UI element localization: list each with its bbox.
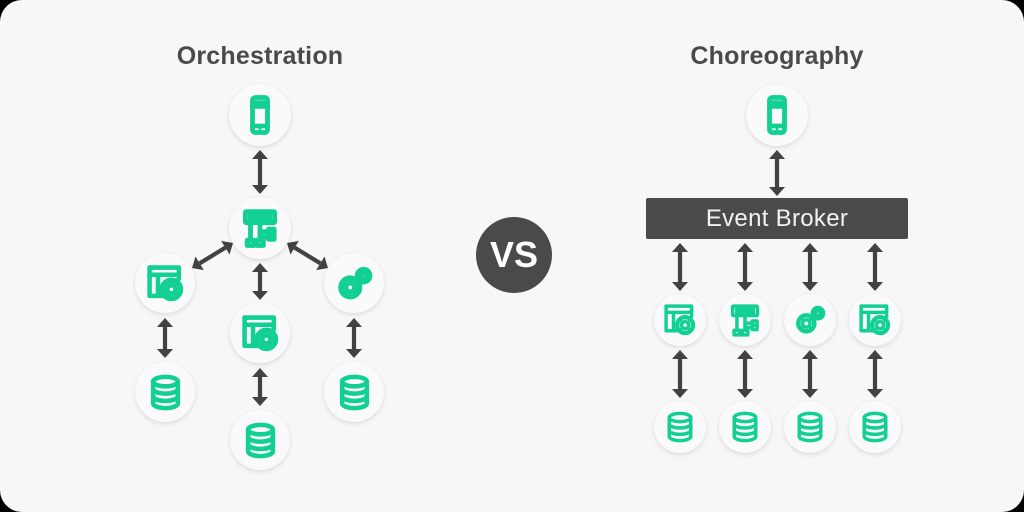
right-panel-title: Choreography	[690, 42, 864, 70]
bidirectional-arrow-icon	[737, 243, 753, 291]
mobile-phone-icon	[767, 95, 787, 135]
event-broker-bar: Event Broker	[646, 198, 908, 239]
database-icon	[797, 411, 823, 443]
database-icon	[339, 374, 369, 410]
bidirectional-arrow-icon	[737, 350, 753, 398]
node-service-window-gear-icon	[230, 303, 290, 363]
versus-badge: VS	[476, 217, 552, 293]
service-window-gear-icon	[859, 304, 891, 336]
node-service-window-gear-icon	[654, 294, 706, 346]
mobile-phone-icon	[250, 95, 270, 135]
bidirectional-arrow-icon	[802, 350, 818, 398]
bidirectional-arrow-icon	[672, 350, 688, 398]
database-icon	[862, 411, 888, 443]
bidirectional-arrow-icon	[867, 243, 883, 291]
service-window-gear-icon	[146, 264, 183, 301]
bidirectional-arrow-icon	[769, 150, 785, 196]
orchestrator-icon	[242, 209, 278, 248]
node-service-window-gear-icon	[849, 294, 901, 346]
bidirectional-arrow-icon	[802, 243, 818, 291]
bidirectional-arrow-icon	[346, 318, 362, 358]
service-window-gear-icon	[241, 314, 278, 351]
bidirectional-arrow-icon	[672, 243, 688, 291]
node-gears-icon	[324, 253, 384, 313]
bidirectional-arrow-icon	[867, 350, 883, 398]
database-icon	[245, 422, 275, 458]
left-panel-title: Orchestration	[176, 42, 344, 70]
versus-label: VS	[489, 234, 539, 275]
node-database-icon	[719, 401, 771, 453]
node-database-icon	[135, 362, 195, 422]
database-icon	[732, 411, 758, 443]
bidirectional-arrow-icon	[188, 236, 237, 275]
bidirectional-arrow-icon	[252, 150, 268, 194]
node-database-icon	[324, 362, 384, 422]
node-service-window-gear-icon	[135, 253, 195, 313]
event-broker-label: Event Broker	[705, 204, 849, 232]
node-database-icon	[849, 401, 901, 453]
database-icon	[150, 374, 180, 410]
gears-icon	[796, 305, 826, 334]
node-orchestrator-icon	[229, 197, 291, 259]
database-icon	[667, 411, 693, 443]
node-gears-icon	[784, 294, 836, 346]
service-window-gear-icon	[664, 304, 696, 336]
node-database-icon	[654, 401, 706, 453]
bidirectional-arrow-icon	[252, 263, 268, 300]
node-database-icon	[230, 410, 290, 470]
bidirectional-arrow-icon	[252, 368, 268, 406]
bidirectional-arrow-icon	[157, 318, 173, 358]
bidirectional-arrow-icon	[283, 236, 332, 275]
node-orchestrator-icon	[719, 294, 771, 346]
node-database-icon	[784, 401, 836, 453]
gears-icon	[337, 266, 372, 299]
node-mobile-phone-icon	[746, 84, 808, 146]
orchestrator-icon	[730, 304, 760, 337]
node-mobile-phone-icon	[229, 84, 291, 146]
